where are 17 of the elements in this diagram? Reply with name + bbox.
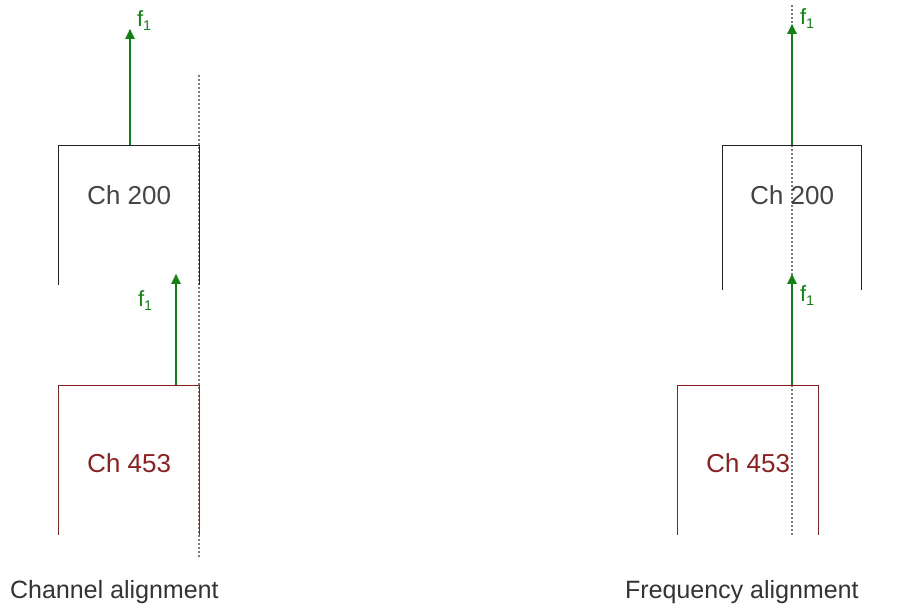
arrow: [787, 274, 797, 385]
caption: Channel alignment: [10, 578, 218, 603]
channel-label: Ch 453: [87, 450, 171, 476]
edge-label: f$_{1}$: [800, 6, 814, 28]
channel-bracket: [58, 385, 200, 535]
channel-bracket: [58, 145, 200, 285]
arrow: [787, 24, 797, 145]
channel-label: Ch 200: [750, 182, 834, 208]
edge-label: f$_{1}$: [138, 288, 152, 310]
channel-bracket: [677, 385, 819, 535]
arrow: [125, 29, 135, 145]
caption: Frequency alignment: [625, 578, 858, 603]
channel-label: Ch 453: [706, 450, 790, 476]
edge-label: f$_{1}$: [800, 283, 814, 305]
channel-label: Ch 200: [87, 182, 171, 208]
arrow: [171, 274, 181, 385]
edge-label: f$_{1}$: [137, 8, 151, 30]
